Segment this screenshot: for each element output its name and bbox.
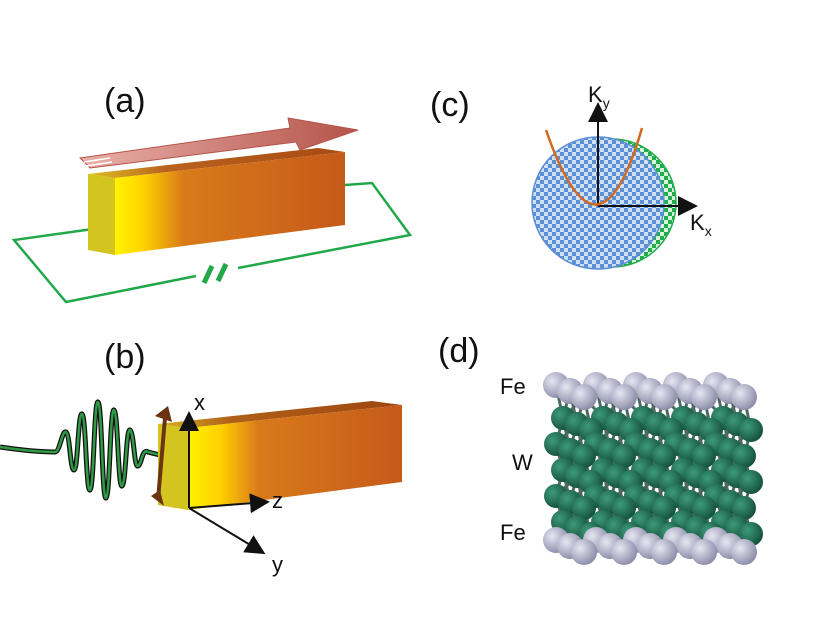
panel-a-label: (a) <box>104 82 146 120</box>
axis-y-label: y <box>272 552 283 577</box>
w-atom <box>692 444 716 468</box>
fe-atom <box>571 384 597 410</box>
w-atom <box>692 496 716 520</box>
ferromagnet-bar-a <box>88 148 345 255</box>
w-atom <box>572 496 596 520</box>
kx-label-sub: x <box>705 223 712 239</box>
fe-atom <box>731 384 757 410</box>
band-parabola <box>544 127 644 206</box>
panel-b-label: (b) <box>104 338 146 376</box>
ferromagnet-bar-b <box>158 401 402 510</box>
fe-atom <box>651 384 677 410</box>
fe-atom <box>611 539 637 565</box>
lattice-atoms <box>543 372 763 565</box>
fe-atom <box>691 539 717 565</box>
w-atom <box>732 444 756 468</box>
w-atom <box>612 444 636 468</box>
circuit-wire <box>11 226 197 304</box>
circuit-wire-right <box>237 181 413 270</box>
fe-atom <box>691 384 717 410</box>
ky-label: Ky <box>588 82 610 111</box>
kx-label-main: K <box>690 210 705 235</box>
capacitor-icon <box>201 262 229 285</box>
w-atom <box>652 444 676 468</box>
laser-pulse-inner <box>0 400 181 500</box>
axis-x-label: x <box>194 390 205 415</box>
fe-atom <box>571 539 597 565</box>
w-atom <box>572 444 596 468</box>
w-atom <box>739 470 763 494</box>
axis-z-label: z <box>272 488 283 513</box>
kx-label: Kx <box>690 210 712 239</box>
fe-atom <box>731 539 757 565</box>
ky-label-sub: y <box>603 95 610 111</box>
w-atom <box>739 418 763 442</box>
panel-d: (d) Fe W Fe <box>438 332 763 565</box>
panel-d-label: (d) <box>438 332 480 370</box>
w-atom <box>732 496 756 520</box>
ky-label-main: K <box>588 82 603 107</box>
w-atom <box>612 496 636 520</box>
coordinate-axes: x z y <box>179 390 283 577</box>
panel-a: (a) <box>11 82 413 304</box>
polarization-arrow <box>151 406 172 506</box>
fe-atom <box>611 384 637 410</box>
atom-label-w: W <box>512 450 533 475</box>
w-atom <box>652 496 676 520</box>
atom-label-fe-bottom: Fe <box>500 520 526 545</box>
panel-b: (b) x z y <box>0 338 402 577</box>
panel-c-label: (c) <box>430 86 470 124</box>
panel-c: (c) Ky Kx <box>430 82 712 270</box>
spin-current-arrow <box>78 117 359 169</box>
atom-label-fe-top: Fe <box>500 374 526 399</box>
fe-atom <box>651 539 677 565</box>
